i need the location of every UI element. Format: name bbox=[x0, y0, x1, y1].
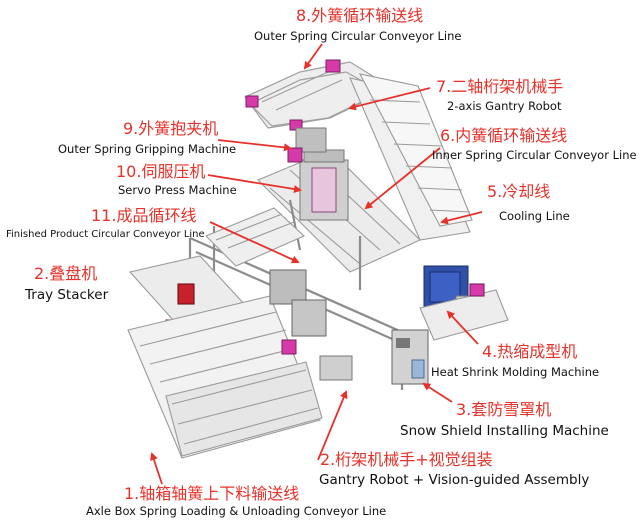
right-transfer-illustration bbox=[419, 283, 509, 341]
servo-press-zh-label: 10.伺服压机 bbox=[116, 162, 206, 181]
arrow-axle-box-spring-conveyor bbox=[150, 452, 163, 485]
heat-shrink-molding-zh-label: 4.热缩成型机 bbox=[482, 342, 578, 361]
outer-spring-gripping-en-label: Outer Spring Gripping Machine bbox=[58, 142, 237, 156]
inner-spring-conveyor-zh-label: 6.内簧循环输送线 bbox=[440, 126, 568, 145]
inner-spring-conveyor-en-label: Inner Spring Circular Conveyor Line bbox=[432, 148, 637, 162]
cooling-line-zh-label: 5.冷却线 bbox=[487, 182, 551, 201]
arrow-cooling-line bbox=[440, 211, 483, 225]
heat-shrink-molding-en-label: Heat Shrink Molding Machine bbox=[431, 365, 600, 379]
gripping-machine-illustration bbox=[287, 127, 327, 163]
snow-shield-installing-en-label: Snow Shield Installing Machine bbox=[400, 423, 609, 439]
gantry-vision-assembly-en-label: Gantry Robot + Vision-guided Assembly bbox=[319, 472, 590, 488]
arrow-heat-shrink-molding bbox=[446, 310, 479, 345]
axle-box-conveyor-illustration bbox=[127, 295, 323, 459]
servo-press-en-label: Servo Press Machine bbox=[118, 183, 237, 197]
outer-spring-conveyor-en-label: Outer Spring Circular Conveyor Line bbox=[254, 29, 462, 43]
servo-press-illustration bbox=[299, 149, 349, 221]
gantry-robot-2axis-en-label: 2-axis Gantry Robot bbox=[447, 99, 562, 113]
arrow-snow-shield-installing bbox=[422, 382, 453, 403]
arrow-inner-spring-conveyor bbox=[364, 147, 441, 210]
press-stations-illustration bbox=[269, 269, 353, 381]
cooling-line-en-label: Cooling Line bbox=[499, 209, 570, 223]
arrow-gantry-robot-2axis bbox=[348, 87, 431, 111]
tray-stacker-zh-label: 2.叠盘机 bbox=[34, 264, 98, 283]
finished-product-conveyor-zh-label: 11.成品循环线 bbox=[91, 206, 197, 225]
arrow-gantry-vision-assembly bbox=[317, 390, 348, 461]
arrow-outer-spring-gripping bbox=[217, 139, 292, 152]
cooling-line-illustration bbox=[349, 73, 473, 241]
tray-stacker-en-label: Tray Stacker bbox=[25, 287, 109, 303]
finished-product-conveyor-en-label: Finished Product Circular Conveyor Line bbox=[6, 229, 205, 240]
snow-shield-installing-zh-label: 3.套防雪罩机 bbox=[456, 400, 552, 419]
arrow-finished-product-conveyor bbox=[209, 221, 300, 264]
axle-box-spring-conveyor-zh-label: 1.轴箱轴簧上下料输送线 bbox=[124, 484, 300, 503]
callout-arrows bbox=[150, 43, 483, 485]
arrow-servo-press bbox=[207, 174, 302, 193]
outer-spring-gripping-zh-label: 9.外簧抱夹机 bbox=[123, 119, 219, 138]
gantry-robot-2axis-zh-label: 7.二轴桁架机械手 bbox=[436, 77, 564, 96]
gantry-vision-assembly-zh-label: 2.桁架机械手+视觉组装 bbox=[320, 450, 493, 469]
arrow-outer-spring-conveyor bbox=[303, 43, 323, 70]
outer-spring-conveyor-zh-label: 8.外簧循环输送线 bbox=[296, 6, 424, 25]
axle-box-spring-conveyor-en-label: Axle Box Spring Loading & Unloading Conv… bbox=[86, 504, 387, 518]
finished-product-line-illustration bbox=[205, 207, 305, 267]
snow-shield-illustration bbox=[391, 329, 429, 385]
